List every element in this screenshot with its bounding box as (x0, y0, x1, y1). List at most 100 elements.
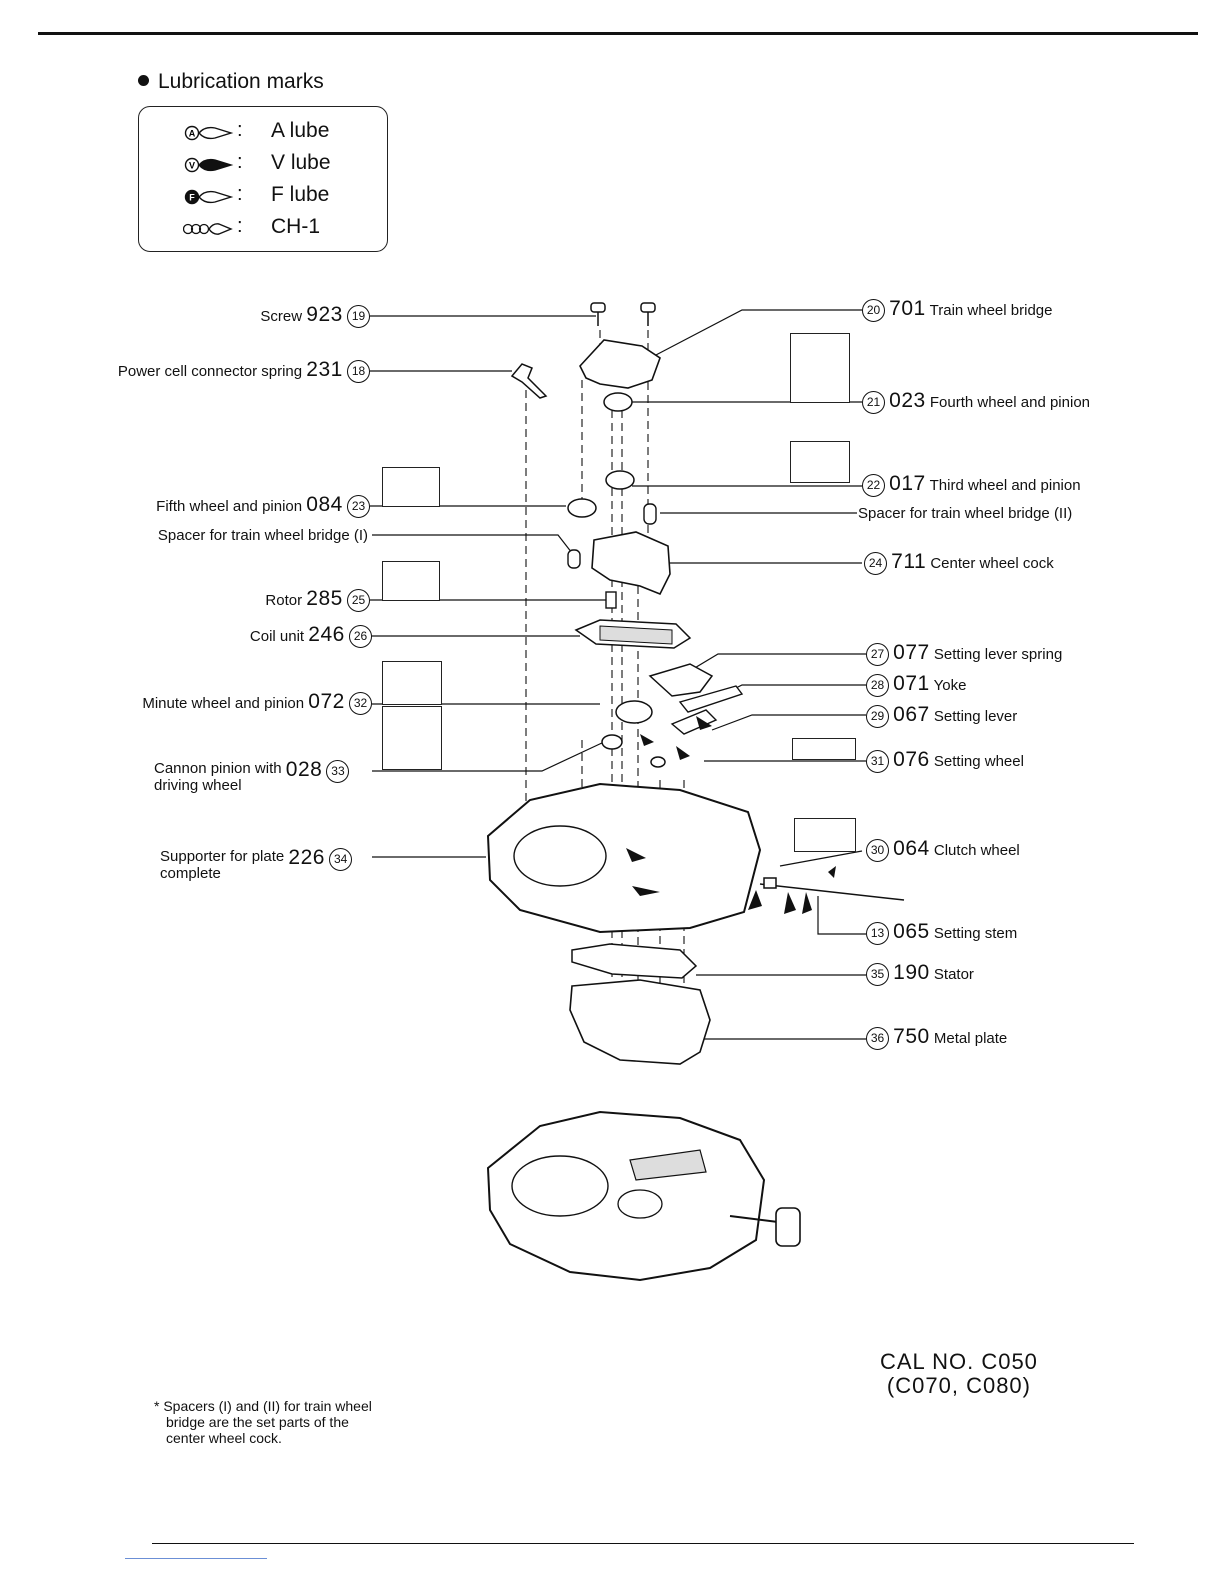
metal-plate-icon (569, 979, 711, 1065)
inset-cannon-pinion (382, 706, 442, 770)
part-code: 246 (308, 623, 345, 646)
power-cell-spring-icon (510, 363, 548, 399)
setting-stem-icon (759, 877, 905, 901)
ref-number: 36 (866, 1027, 889, 1050)
part-name: Train wheel bridge (929, 302, 1053, 319)
svg-text:V: V (189, 161, 195, 171)
ref-number: 20 (862, 299, 885, 322)
ref-number: 30 (866, 839, 889, 862)
inset-third-wheel (790, 441, 850, 483)
inset-clutch-wheel (794, 818, 856, 852)
part-name: Stator (933, 966, 974, 983)
ref-number: 28 (866, 674, 889, 697)
part-code: 028 (285, 758, 323, 781)
caliber-line1: CAL NO. C050 (880, 1349, 1038, 1374)
v-lube-icon: V (184, 157, 234, 173)
part-code: 750 (893, 1025, 930, 1048)
part-code: 084 (306, 493, 343, 516)
colon: : (237, 151, 243, 173)
part-name: Setting lever spring (933, 646, 1063, 663)
battery-recess (513, 825, 607, 887)
legend-row-a: A : A lube (139, 117, 387, 147)
part-name: Cannon pinion with (154, 760, 282, 777)
gear-wheels (567, 392, 666, 768)
part-code: 231 (306, 358, 343, 381)
part-label-fifth-wheel: Fifth wheel and pinion 084 23 (156, 493, 370, 518)
part-label-rotor: Rotor 285 25 (265, 587, 370, 612)
ref-number: 22 (862, 474, 885, 497)
a-lube-label: A lube (271, 119, 330, 142)
part-code: 711 (891, 550, 927, 573)
part-name: Fourth wheel and pinion (929, 394, 1090, 411)
ref-number: 26 (349, 625, 372, 648)
footnote: * Spacers (I) and (II) for train wheel b… (154, 1398, 372, 1446)
part-name: Spacer for train wheel bridge (I) (157, 527, 368, 544)
part-name-line2: complete (160, 865, 221, 882)
caliber-number: CAL NO. C050 (C070, C080) (880, 1350, 1038, 1398)
part-code: 285 (306, 587, 343, 610)
assembled-movement-icon (486, 1110, 801, 1282)
part-label-clutch-wheel: 30 064 Clutch wheel (866, 837, 1020, 862)
part-label-setting-stem: 13 065 Setting stem (866, 921, 1018, 945)
part-label-spacer-1: Spacer for train wheel bridge (I) (158, 527, 368, 544)
legend-row-v: V : V lube (139, 149, 387, 179)
part-label-third-wheel: 22 017 Third wheel and pinion (862, 472, 1081, 497)
inset-minute-wheel (382, 661, 442, 705)
ref-number: 33 (326, 760, 350, 783)
top-rule (38, 32, 1198, 35)
ref-number: 21 (862, 391, 885, 414)
part-name: Coil unit (249, 628, 305, 645)
part-code: 923 (306, 303, 343, 326)
part-label-coil-unit: Coil unit 246 26 (249, 623, 372, 648)
part-name: Fifth wheel and pinion (156, 498, 303, 515)
ref-number: 13 (866, 922, 889, 945)
part-label-setting-wheel: 31 076 Setting wheel (866, 749, 1024, 773)
inset-setting-wheel (792, 738, 856, 760)
colon: : (237, 183, 243, 205)
part-code: 067 (893, 703, 930, 726)
supporter-for-plate-icon (486, 782, 762, 934)
part-code: 017 (889, 472, 926, 495)
lubrication-legend: A : A lube V : V lube F : F lube : CH-1 (138, 106, 388, 252)
ref-number: 19 (347, 305, 370, 328)
part-label-metal-plate: 36 750 Metal plate (866, 1025, 1008, 1050)
part-label-supporter: Supporter for plate complete 226 34 (160, 847, 353, 882)
part-label-setting-lever-spring: 27 077 Setting lever spring (866, 641, 1063, 666)
part-name: Screw (260, 308, 303, 325)
ref-number: 29 (866, 705, 889, 728)
part-code: 077 (893, 641, 930, 664)
svg-text:A: A (189, 129, 196, 139)
ref-number: 23 (347, 495, 370, 518)
part-name: Metal plate (933, 1030, 1008, 1047)
bullet-icon (138, 75, 149, 86)
ref-number: 25 (347, 589, 370, 612)
setting-lever-icon (670, 709, 718, 735)
ref-number: 24 (864, 552, 887, 575)
ref-number: 31 (866, 750, 889, 773)
colon: : (237, 119, 243, 141)
part-name: Spacer for train wheel bridge (II) (858, 505, 1073, 522)
center-wheel-cock-icon (591, 531, 671, 596)
caliber-line2: (C070, C080) (886, 1373, 1031, 1398)
inset-fifth-wheel (382, 467, 440, 507)
setting-lever-spring-icon (648, 663, 714, 697)
part-name: Clutch wheel (933, 842, 1020, 859)
train-wheel-bridge-icon (579, 339, 661, 389)
ref-number: 32 (349, 692, 372, 715)
ch1-label: CH-1 (271, 215, 321, 238)
part-name: Yoke (933, 677, 967, 694)
v-lube-label: V lube (271, 151, 331, 174)
part-name: Setting stem (933, 925, 1018, 942)
part-label-center-wheel-cock: 24 711 Center wheel cock (864, 550, 1054, 575)
part-label-spacer-2: Spacer for train wheel bridge (II) (858, 505, 1072, 522)
ch1-icon (183, 223, 233, 235)
footnote-line2: bridge are the set parts of the (166, 1414, 349, 1430)
part-code: 190 (893, 961, 930, 984)
inset-fourth-wheel (790, 333, 850, 403)
part-name: Setting wheel (933, 753, 1024, 770)
part-code: 064 (893, 837, 930, 860)
v-lube-marks (626, 716, 836, 914)
stator-icon (571, 943, 698, 979)
part-name: Minute wheel and pinion (142, 695, 305, 712)
part-label-cannon-pinion: Cannon pinion with driving wheel 028 33 (154, 758, 350, 794)
